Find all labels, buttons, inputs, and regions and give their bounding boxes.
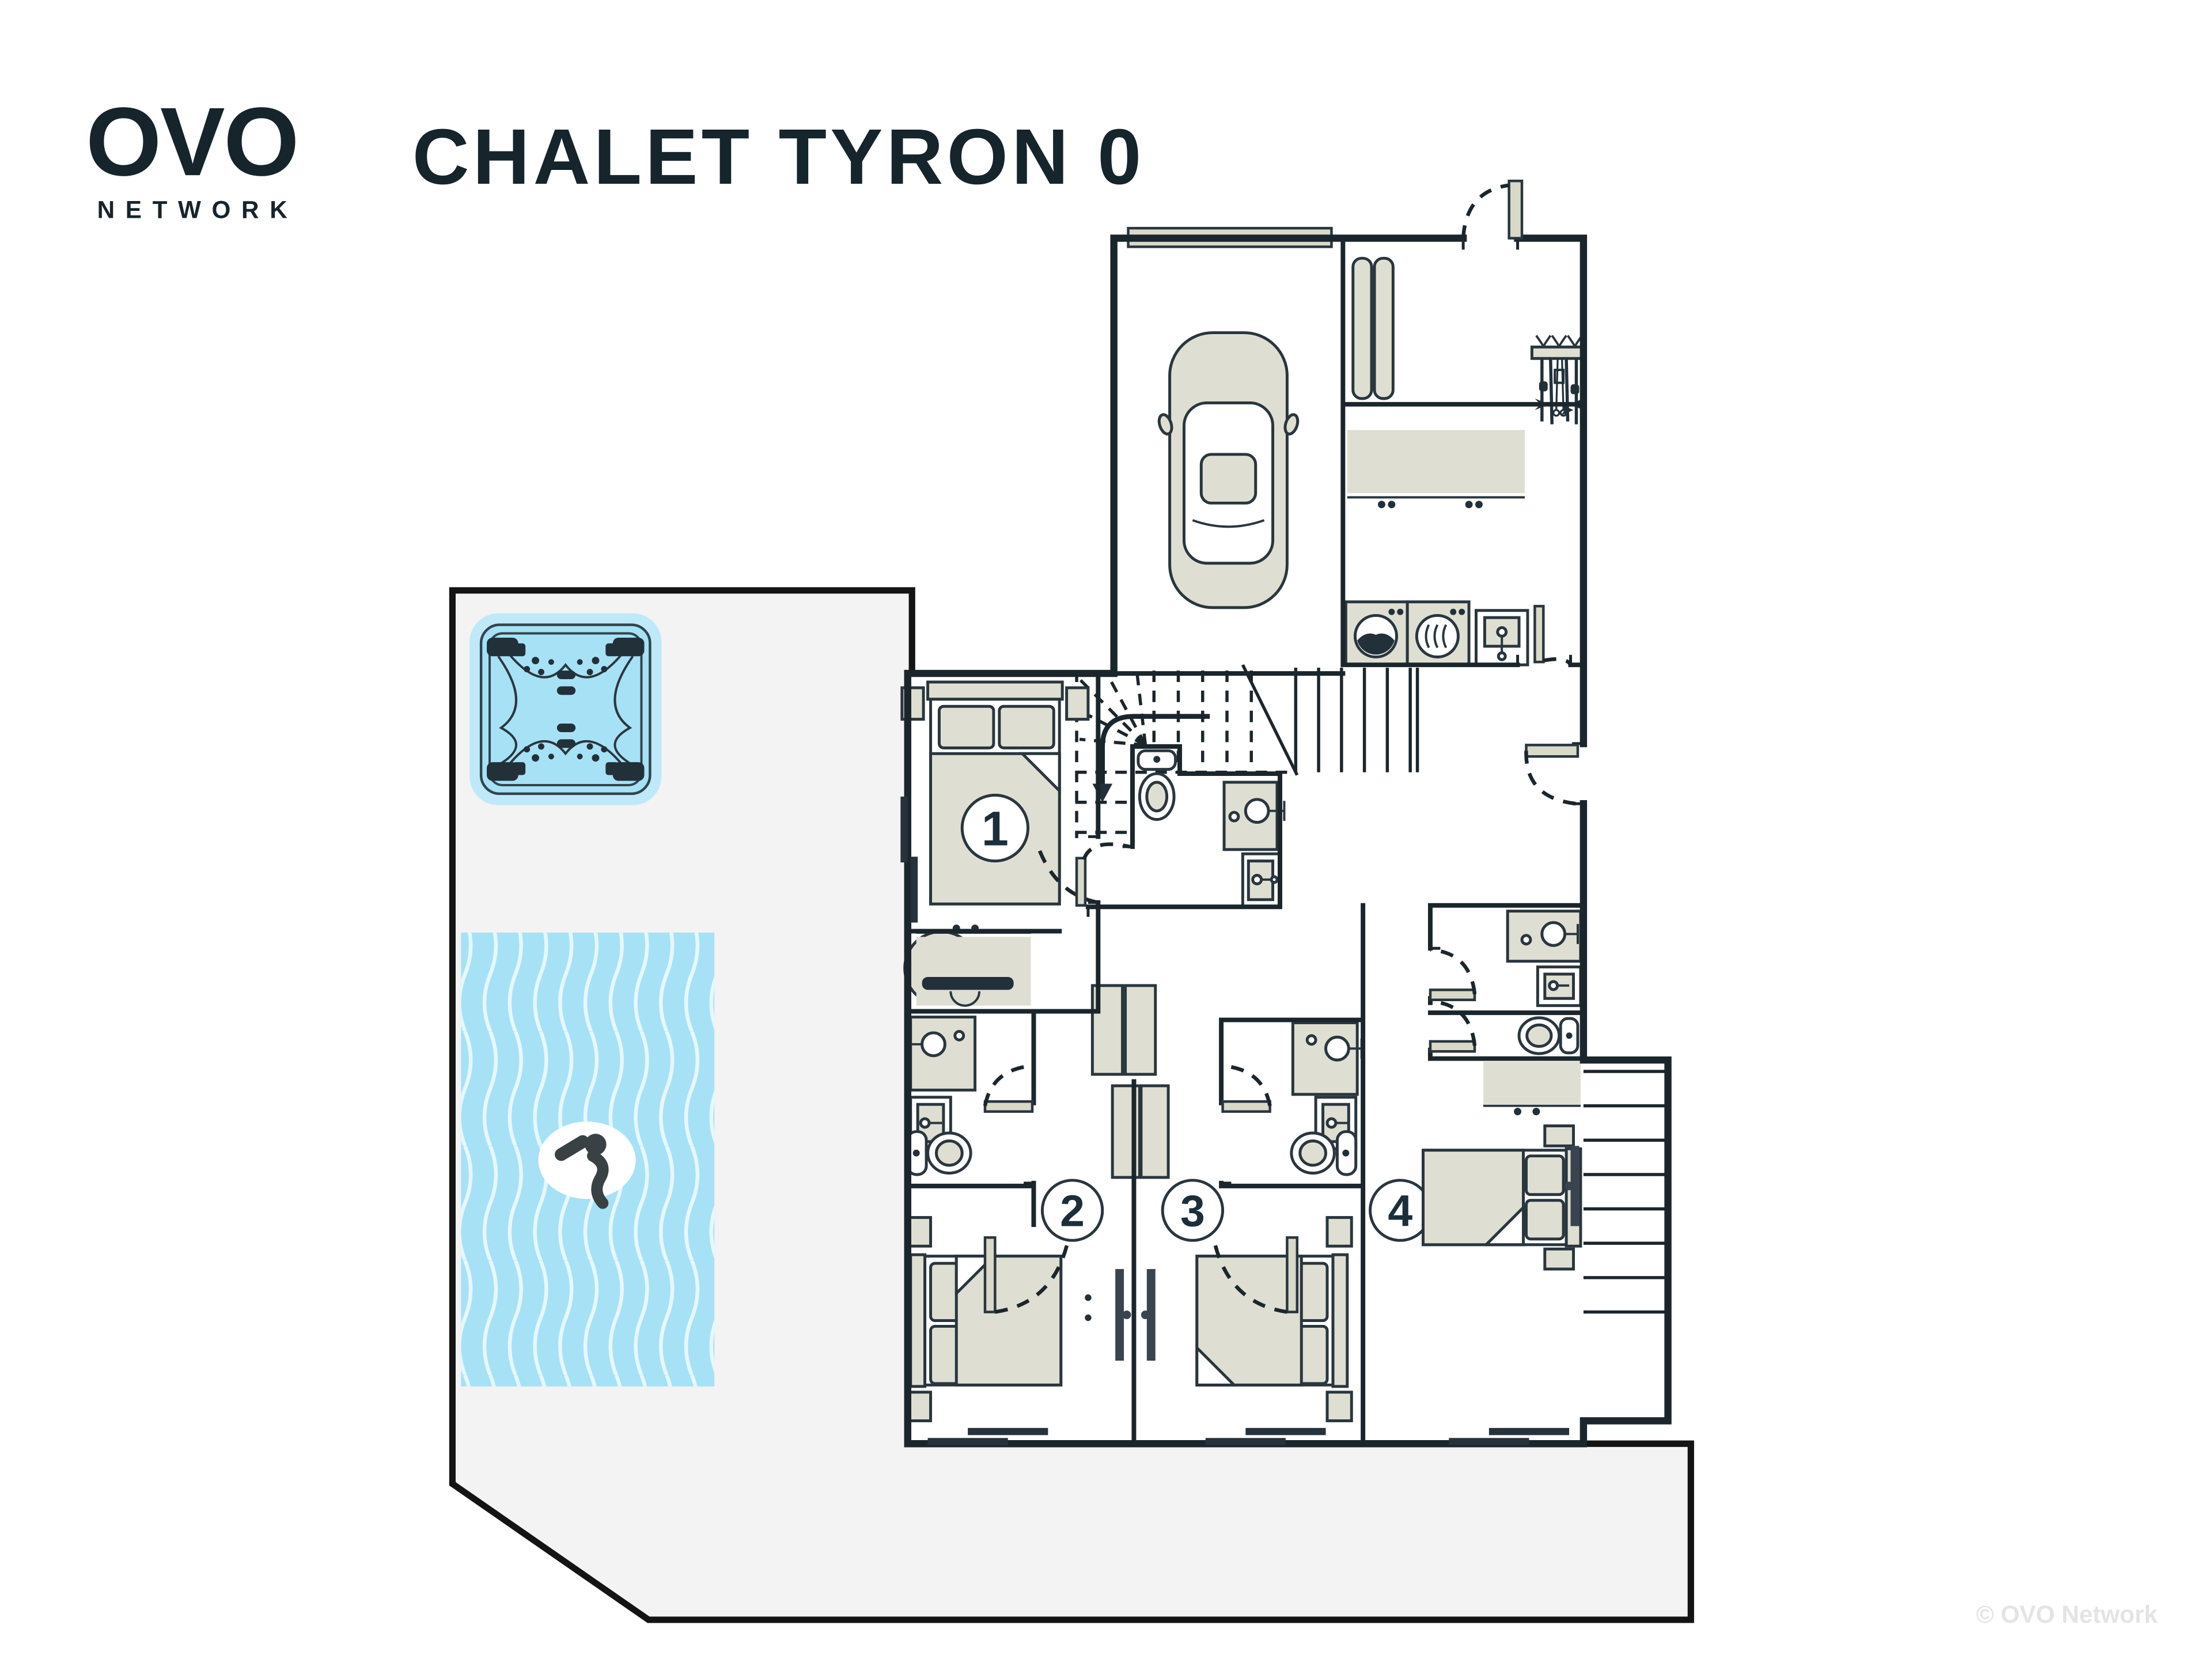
shower-icon [1506,910,1582,963]
desk-with-laptop [916,925,1031,1007]
nightstand [1543,1124,1575,1147]
swimming-pool [461,932,715,1387]
sink-icon [1241,852,1282,908]
window [900,796,908,863]
tv-icon [1115,1269,1131,1361]
entry-door [1508,179,1524,240]
shower-icon [905,1016,977,1092]
header: OVO NETWORK CHALET TYRON 0 [86,87,1145,224]
window [910,857,918,923]
laundry-sink-icon [1474,609,1529,666]
window [1245,1427,1326,1435]
snowboard-icon [1373,256,1395,400]
laundry-door [1533,605,1545,664]
nightstand [1325,1216,1353,1248]
interior-walls [905,236,1586,1446]
window [927,1438,1008,1445]
ski-room [1351,256,1585,425]
bed-icon [1422,1124,1582,1271]
side-door [1525,744,1580,758]
bedroom-1: 1 [900,680,1090,1007]
tv-icon [1141,1269,1156,1361]
ensuite-4 [1506,910,1582,1055]
ski-rack-icon [1530,335,1585,425]
room-number-2: 2 [1060,1186,1085,1236]
sink-icon [1536,965,1582,1007]
nightstand [1543,1247,1575,1271]
nightstand [1065,686,1090,721]
room-number-4: 4 [1388,1186,1412,1236]
bed-icon [1195,1216,1353,1422]
bathroom [1137,749,1286,908]
toilet-icon [1517,1016,1580,1055]
bedroom-2-door [983,1236,997,1313]
toilet-icon [1290,1130,1358,1176]
bedroom-4: 4 [1369,1061,1582,1271]
doors [983,179,1580,1314]
bedroom-3-door [1286,1236,1299,1313]
snowboard-icon [1351,256,1373,400]
window [1205,1438,1286,1445]
ovo-logo-subtext: NETWORK [97,196,298,224]
room-number-3: 3 [1180,1186,1205,1236]
swimmer-badge [538,1122,636,1199]
window [1449,1438,1529,1445]
hall-wardrobes [1085,984,1170,1321]
boot-room [1344,430,1529,666]
washing-machine-icon [1344,600,1409,666]
staircase-external [1583,1070,1668,1314]
toilet-icon [1137,749,1177,821]
window [1488,1427,1570,1435]
window [968,1427,1048,1435]
ensuite-4-door [1429,988,1476,1002]
windows [900,796,1570,1445]
wc-4-door [1429,1040,1476,1053]
building-floor [907,238,1668,1444]
swimmer-icon [555,1134,609,1209]
toilet-icon [906,1130,972,1176]
ensuite-3 [1290,1021,1363,1176]
laptop-icon [922,977,1014,990]
copyright: © OVO Network [1976,1601,2158,1628]
ensuite-2-door [983,1100,1034,1113]
page-title: CHALET TYRON 0 [412,112,1145,200]
shower-icon [1291,1021,1363,1096]
bathroom-door [1075,857,1087,907]
room-number-1: 1 [982,801,1009,855]
shower-icon [1222,781,1286,851]
bedroom-3: 3 [1141,1179,1353,1422]
tv-icon [1565,1146,1580,1226]
bed-icon [900,680,1090,906]
nightstand [1325,1391,1353,1422]
dryer-icon [1406,600,1471,666]
desk [1483,1061,1581,1116]
hot-tub [469,613,662,805]
ensuite-3-door [1221,1100,1271,1113]
bench [1347,430,1525,493]
ovo-logo: OVO [86,87,298,196]
ensuite-2 [905,1016,977,1176]
car-icon [1157,331,1300,609]
exterior-walls [904,234,1672,1448]
